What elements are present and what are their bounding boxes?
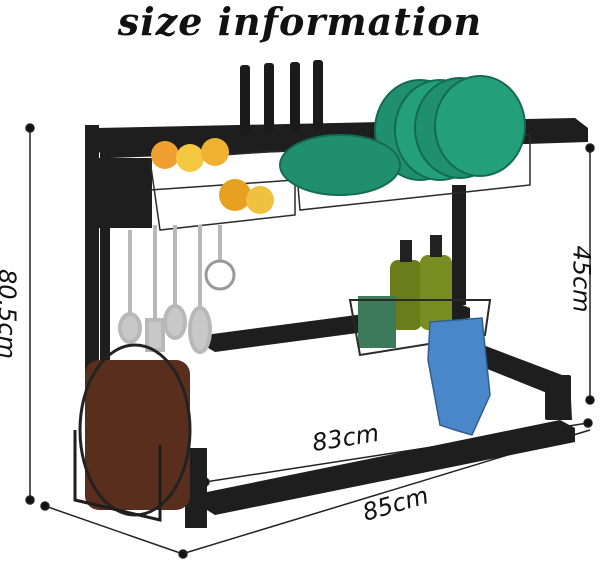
height-clearance-label: 45cm	[567, 245, 596, 313]
soap-bottles	[390, 235, 452, 330]
sponge-basket	[348, 296, 492, 357]
inner-width-right-dot	[583, 418, 593, 428]
dimension-lines	[25, 123, 595, 559]
fruit-bowl	[151, 138, 274, 214]
hanging-utensils	[118, 225, 236, 354]
knives	[240, 60, 323, 135]
cutting-board-and-lid	[73, 343, 192, 522]
depth-line	[44, 505, 184, 555]
depth-left-dot	[40, 501, 50, 511]
height-total-top-dot	[25, 123, 35, 133]
height-total-label: 80.5cm	[0, 268, 22, 360]
depth-right-dot	[178, 549, 188, 559]
page-title: size information	[117, 0, 483, 44]
height-total-bottom-dot	[25, 495, 35, 505]
towel	[427, 317, 491, 436]
height-clearance-bottom-dot	[585, 395, 595, 405]
height-clearance-top-dot	[585, 143, 595, 153]
plates	[279, 75, 526, 196]
